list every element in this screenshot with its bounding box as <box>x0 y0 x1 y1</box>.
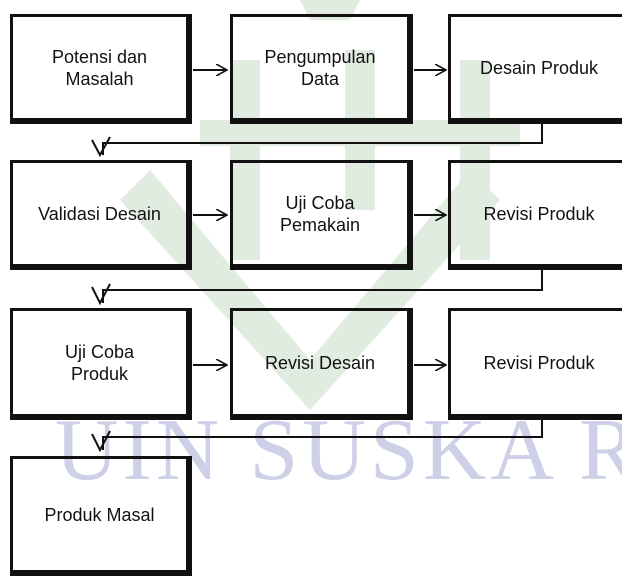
step-label: Pengumpulan Data <box>264 46 376 89</box>
flow-connectors <box>91 0 543 453</box>
step-uji-coba-pemakain: Uji Coba Pemakain <box>230 160 413 270</box>
step-potensi-dan-masalah: Potensi dan Masalah <box>10 14 192 124</box>
step-label: Validasi Desain <box>38 203 161 224</box>
step-label: Produk Masal <box>44 504 155 525</box>
step-revisi-produk-2: Revisi Produk <box>448 308 622 420</box>
connector-3 <box>102 420 543 450</box>
arrow-tip-2 <box>91 283 111 306</box>
step-revisi-produk-1: Revisi Produk <box>448 160 622 270</box>
step-validasi-desain: Validasi Desain <box>10 160 192 270</box>
step-uji-coba-produk: Uji Coba Produk <box>10 308 192 420</box>
step-revisi-desain: Revisi Desain <box>230 308 413 420</box>
step-label: Potensi dan Masalah <box>51 46 148 89</box>
step-label: Revisi Produk <box>483 203 595 224</box>
step-label: Desain Produk <box>479 57 599 78</box>
step-label: Uji Coba Pemakain <box>279 192 361 235</box>
step-produk-masal: Produk Masal <box>10 456 192 576</box>
connector-1 <box>102 124 543 155</box>
step-label: Revisi Produk <box>483 352 595 373</box>
connector-2 <box>102 270 543 303</box>
arrow-tip-1 <box>91 136 111 158</box>
step-label: Uji Coba Produk <box>64 341 135 384</box>
arrow-tip-3 <box>91 430 111 453</box>
step-pengumpulan-data: Pengumpulan Data <box>230 14 413 124</box>
step-label: Revisi Desain <box>264 352 376 373</box>
step-desain-produk: Desain Produk <box>448 14 622 124</box>
